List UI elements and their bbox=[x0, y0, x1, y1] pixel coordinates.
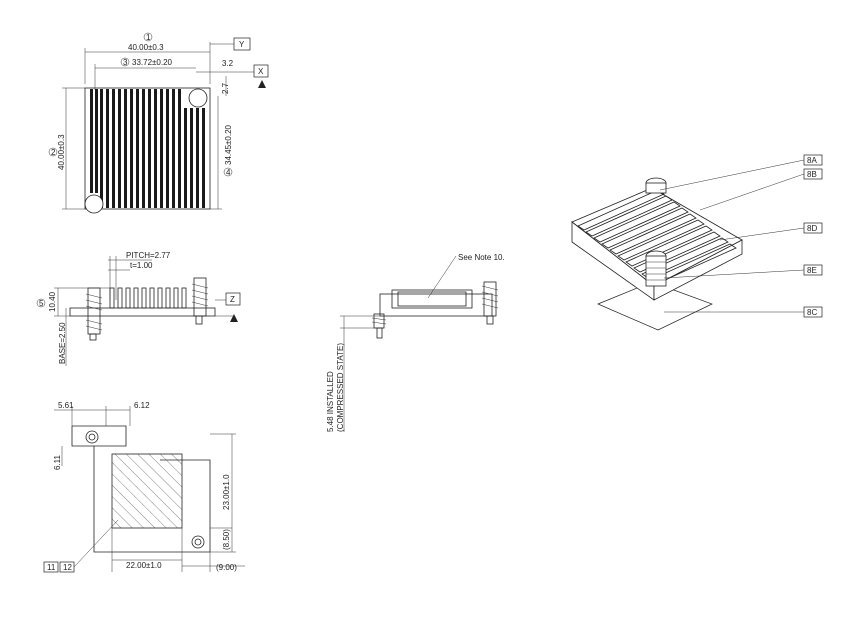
top-callout-4: 4 bbox=[226, 168, 231, 177]
top-callout-3: 3 bbox=[123, 58, 128, 67]
iso-label-8d: 8D bbox=[807, 224, 817, 233]
top-height-dim: 40.00±0.3 bbox=[57, 134, 66, 170]
side-thickness: t=1.00 bbox=[130, 261, 153, 270]
bottom-pad-h: 23.00±1.0 bbox=[222, 474, 231, 510]
top-view: 1 40.00±0.3 Y 3 33.72±0.20 3.2 X 2.7 bbox=[48, 32, 269, 214]
datum-x: X bbox=[258, 67, 264, 76]
top-inner-dim: 33.72±0.20 bbox=[132, 58, 173, 67]
side-height: 10.40 bbox=[48, 291, 57, 312]
top-callout-2: 2 bbox=[51, 148, 56, 157]
side-view: PITCH=2.77 t=1.00 bbox=[36, 251, 241, 366]
bottom-dim-b: 6.12 bbox=[134, 401, 150, 410]
iso-label-8b: 8B bbox=[807, 170, 817, 179]
top-pin-hole-2 bbox=[84, 194, 104, 214]
side-callout-5: 5 bbox=[39, 299, 44, 308]
label-12: 12 bbox=[63, 563, 72, 572]
front-note: See Note 10. bbox=[458, 253, 505, 262]
iso-spring-2 bbox=[645, 250, 667, 287]
side-fins bbox=[109, 287, 187, 309]
bottom-dim-a: 5.61 bbox=[58, 401, 74, 410]
top-fins bbox=[90, 89, 205, 208]
bottom-view: 5.61 6.12 6.11 23.00±1.0 (8.50) 22.00 bbox=[43, 401, 245, 573]
iso-fins bbox=[577, 189, 737, 285]
top-offset-y: 2.7 bbox=[221, 82, 230, 94]
side-pitch: PITCH=2.77 bbox=[126, 251, 171, 260]
iso-view: 8A 8B 8D 8E 8C bbox=[571, 154, 823, 331]
bottom-dim-f: (9.00) bbox=[216, 563, 237, 572]
front-spring-left bbox=[371, 313, 387, 339]
bottom-dim-c: 6.11 bbox=[53, 454, 62, 470]
datum-z: Z bbox=[230, 295, 235, 304]
bottom-pin-1-inner bbox=[88, 433, 96, 441]
front-compressed: (COMPRESSED STATE) bbox=[336, 343, 345, 432]
thermal-pad bbox=[111, 453, 183, 529]
iso-label-8e: 8E bbox=[807, 266, 817, 275]
side-base: BASE=2.50 bbox=[58, 322, 67, 364]
iso-spring-1 bbox=[645, 177, 667, 194]
label-11: 11 bbox=[47, 563, 56, 572]
iso-pad bbox=[597, 281, 713, 331]
top-inner-height-dim: 34.45±0.20 bbox=[224, 124, 233, 165]
bottom-pin-2 bbox=[191, 535, 205, 549]
bottom-dim-e: (8.50) bbox=[222, 529, 231, 550]
datum-y: Y bbox=[239, 40, 245, 49]
iso-label-8a: 8A bbox=[807, 156, 817, 165]
top-width-dim: 40.00±0.3 bbox=[128, 43, 164, 52]
bottom-pin-2-inner bbox=[194, 538, 202, 546]
top-offset-x: 3.2 bbox=[222, 59, 234, 68]
iso-label-8c: 8C bbox=[807, 308, 817, 317]
front-spring-right bbox=[481, 281, 499, 325]
bottom-pin-1 bbox=[85, 430, 99, 444]
top-pin-hole-1 bbox=[188, 88, 208, 108]
bottom-pad-w: 22.00±1.0 bbox=[126, 561, 162, 570]
front-view: See Note 10. 5.48 INSTALLED (COMPRESSED … bbox=[326, 253, 505, 432]
side-spring-right bbox=[191, 277, 209, 325]
front-installed: 5.48 INSTALLED bbox=[326, 371, 335, 432]
top-callout-1: 1 bbox=[146, 33, 151, 42]
side-spring-left bbox=[85, 287, 103, 341]
